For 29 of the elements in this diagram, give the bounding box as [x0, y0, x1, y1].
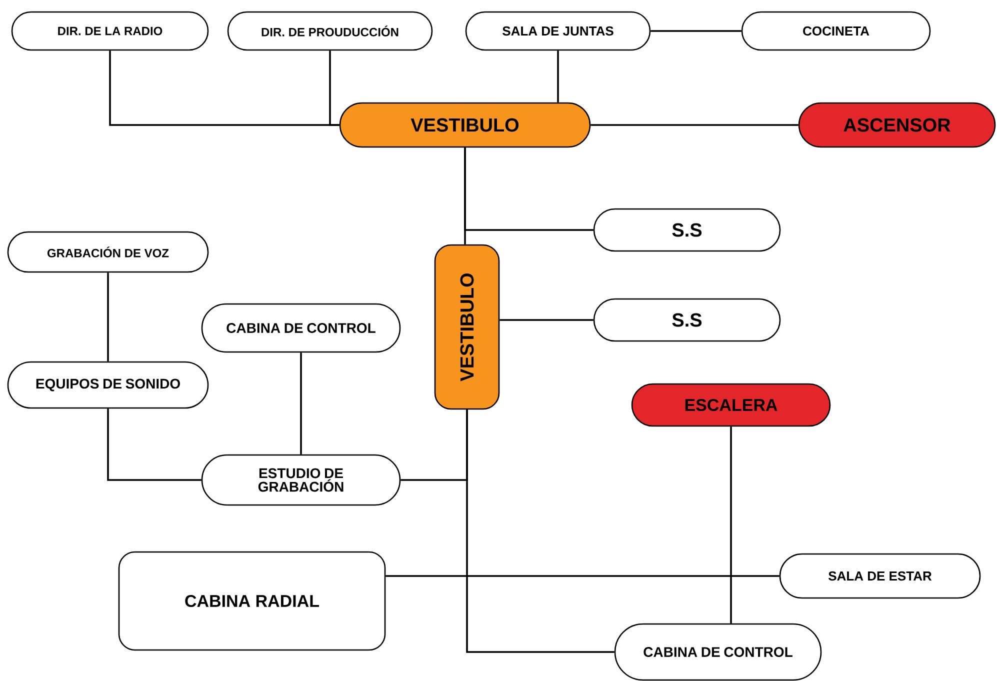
connector-line	[386, 575, 780, 577]
room-box: DIR. DE PROUDUCCIÓN	[227, 11, 433, 51]
room-box: CABINA DE CONTROL	[614, 623, 822, 681]
connector-line	[464, 148, 594, 231]
room-box: ESTUDIO DE GRABACIÓN	[201, 454, 401, 506]
connector-line	[730, 426, 732, 624]
room-box: CABINA RADIAL	[118, 551, 386, 651]
room-box: DIR. DE LA RADIO	[11, 11, 209, 51]
hall-box: VESTIBULO	[434, 244, 500, 410]
room-box: SALA DE ESTAR	[779, 553, 981, 599]
room-box: SALA DE JUNTAS	[465, 11, 651, 51]
room-box: COCINETA	[741, 11, 931, 51]
connector-line	[557, 50, 559, 102]
hall-box: VESTIBULO	[339, 102, 591, 148]
connector-line	[107, 272, 109, 362]
connector-line	[300, 352, 302, 454]
room-box: EQUIPOS DE SONIDO	[7, 361, 209, 409]
connector-line	[650, 30, 742, 32]
room-box: GRABACIÓN DE VOZ	[7, 231, 209, 273]
access-box: ASCENSOR	[798, 102, 996, 148]
connector-line	[590, 124, 798, 126]
connector-line	[466, 410, 614, 653]
connector-line	[500, 319, 594, 321]
room-box: S.S	[593, 298, 781, 342]
connector-line	[329, 50, 340, 126]
room-box: CABINA DE CONTROL	[201, 303, 401, 353]
access-box: ESCALERA	[631, 383, 831, 427]
connector-line	[107, 408, 202, 481]
room-box: S.S	[593, 208, 781, 252]
